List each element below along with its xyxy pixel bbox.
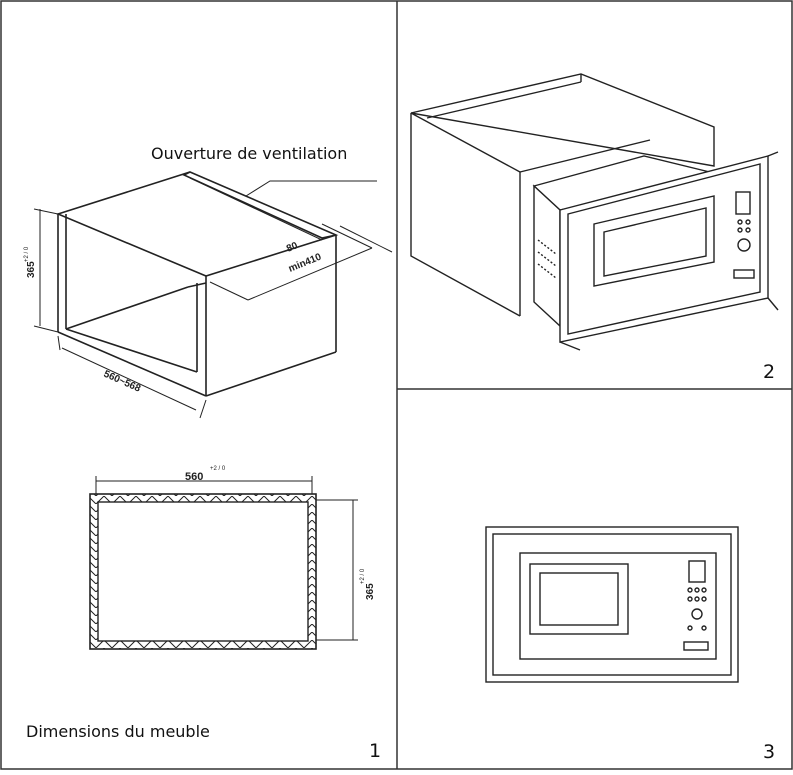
cabinet-width-label: 560~568 xyxy=(102,369,143,395)
installed-front-view xyxy=(485,526,739,683)
opening-frame-drawing xyxy=(89,493,317,650)
dimension-lines-2 xyxy=(95,476,358,641)
opening-width-label: 560 xyxy=(185,471,203,483)
dimension-lines-1 xyxy=(33,180,393,419)
ventilation-callout: Ouverture de ventilation xyxy=(151,144,348,163)
panel-2-number: 2 xyxy=(763,361,776,383)
panel-1-number: 1 xyxy=(369,740,382,762)
panel-3-number: 3 xyxy=(763,741,776,763)
vent-min-label: min410 xyxy=(287,252,323,275)
vent-depth-label: 80 xyxy=(285,240,300,255)
cabinet-niche-drawing xyxy=(55,171,339,397)
insert-microwave-drawing xyxy=(410,73,779,351)
opening-width-tolerance: +2 / 0 xyxy=(210,466,226,472)
panel-1-caption: Dimensions du meuble xyxy=(26,722,210,741)
opening-height-label: 365 xyxy=(365,583,376,600)
opening-height-tolerance: +2 / 0 xyxy=(360,568,366,584)
cabinet-height-tolerance: +2 / 0 xyxy=(24,246,30,262)
cabinet-height-label: 365 xyxy=(26,261,37,278)
